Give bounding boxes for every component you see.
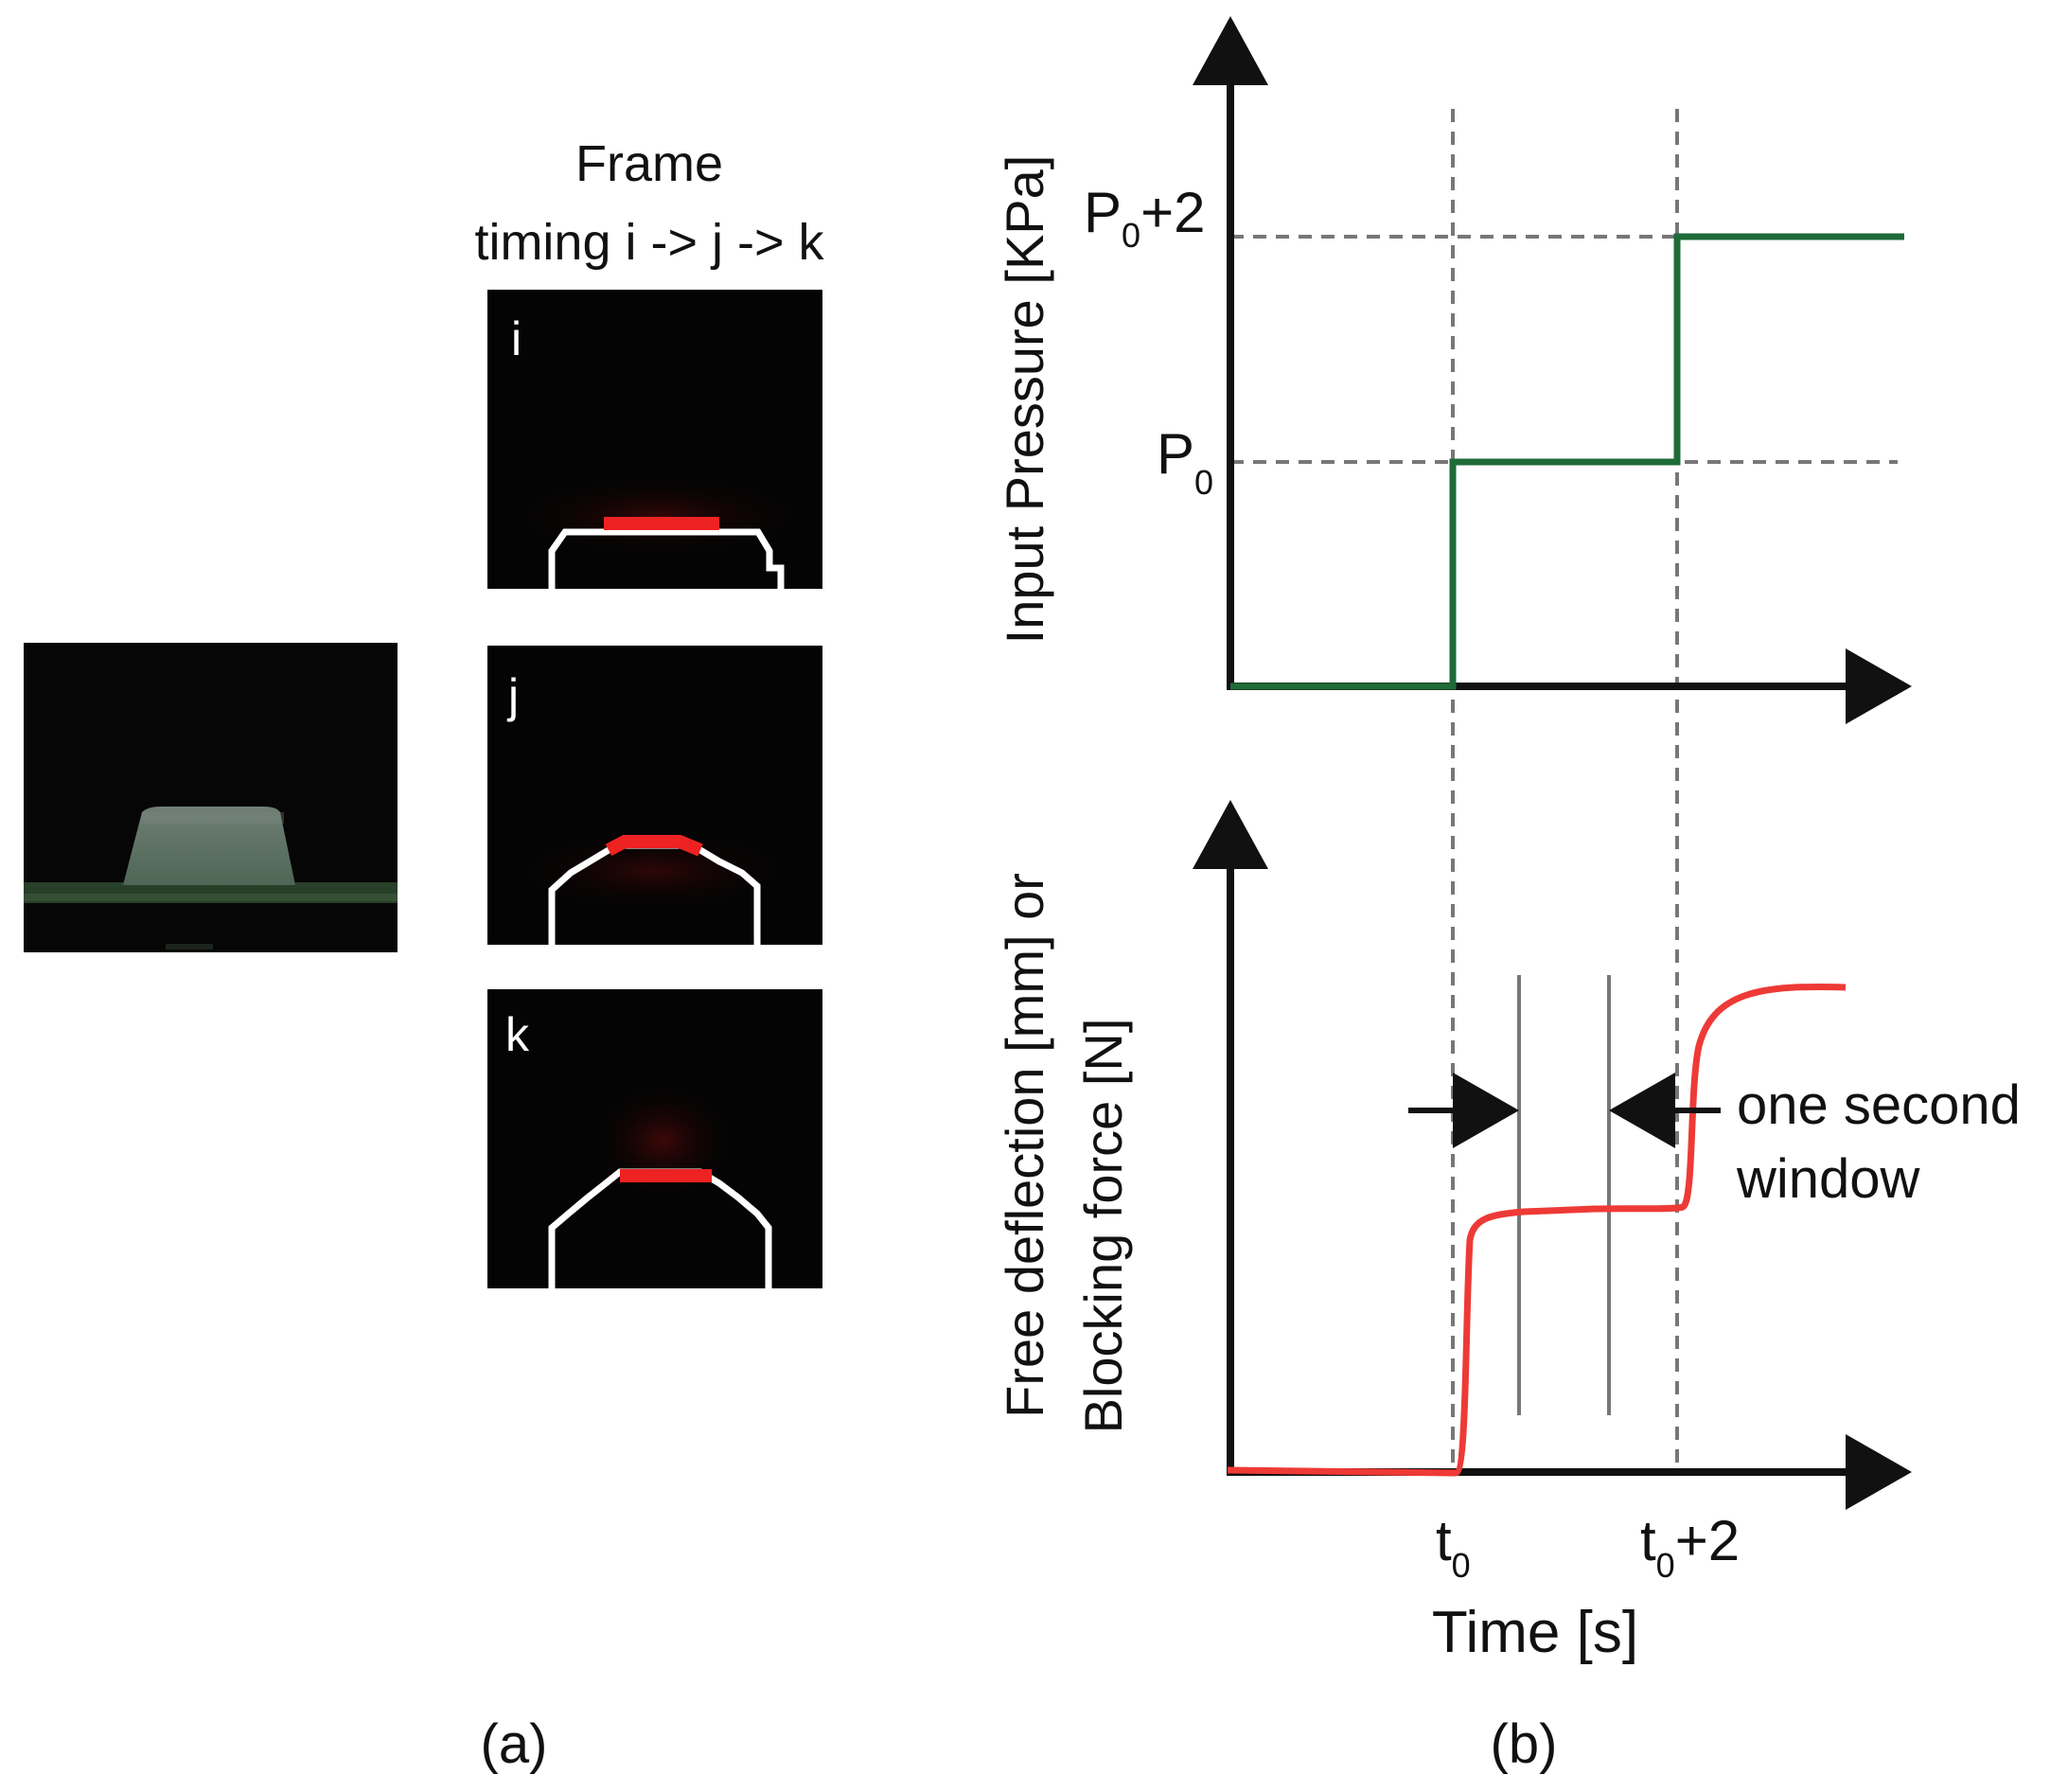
level-p0-plus-2-label: P0+2 — [1084, 181, 1205, 255]
response-trace — [1227, 983, 1847, 1477]
panel-a: Frame timing i -> j -> k i j k (a) — [24, 135, 825, 1775]
frame-i: i — [487, 290, 822, 589]
caption-b: (b) — [1491, 1713, 1558, 1775]
top-y-arrowhead — [1193, 16, 1268, 85]
window-label-line1: one second — [1737, 1074, 2021, 1136]
window-label-line2: window — [1736, 1148, 1921, 1210]
window-arrow-left — [1408, 1073, 1519, 1148]
frame-header-line2: timing i -> j -> k — [474, 214, 824, 271]
panel-b: P0+2 P0 Input Pressure [KPa] — [995, 16, 2021, 1775]
bottom-plot: one second window Free deflection [mm] o… — [995, 800, 2021, 1510]
top-x-arrowhead — [1846, 648, 1912, 724]
x-tick-t0-plus-2: t0+2 — [1640, 1509, 1740, 1585]
frame-label-j: j — [506, 669, 519, 722]
pressure-trace — [1230, 233, 1904, 690]
x-axis-label: Time [s] — [1432, 1600, 1638, 1665]
frame-label-i: i — [511, 312, 521, 365]
level-p0-label: P0 — [1157, 422, 1213, 502]
window-arrow-right — [1609, 1073, 1721, 1148]
bottom-y-label-line1: Free deflection [mm] or — [995, 873, 1054, 1418]
frame-j: j — [487, 646, 822, 945]
actuator-photo — [24, 643, 398, 952]
frame-k: k — [487, 989, 822, 1288]
caption-a: (a) — [481, 1713, 548, 1775]
bottom-y-arrowhead — [1193, 800, 1268, 869]
x-tick-t0: t0 — [1436, 1509, 1471, 1585]
top-plot: P0+2 P0 Input Pressure [KPa] — [995, 16, 1912, 724]
frame-label-k: k — [505, 1008, 530, 1061]
bottom-y-label-line2: Blocking force [N] — [1073, 1019, 1133, 1434]
bottom-x-arrowhead — [1846, 1434, 1912, 1510]
top-y-label: Input Pressure [KPa] — [995, 155, 1054, 645]
frame-header-line1: Frame — [575, 135, 723, 192]
